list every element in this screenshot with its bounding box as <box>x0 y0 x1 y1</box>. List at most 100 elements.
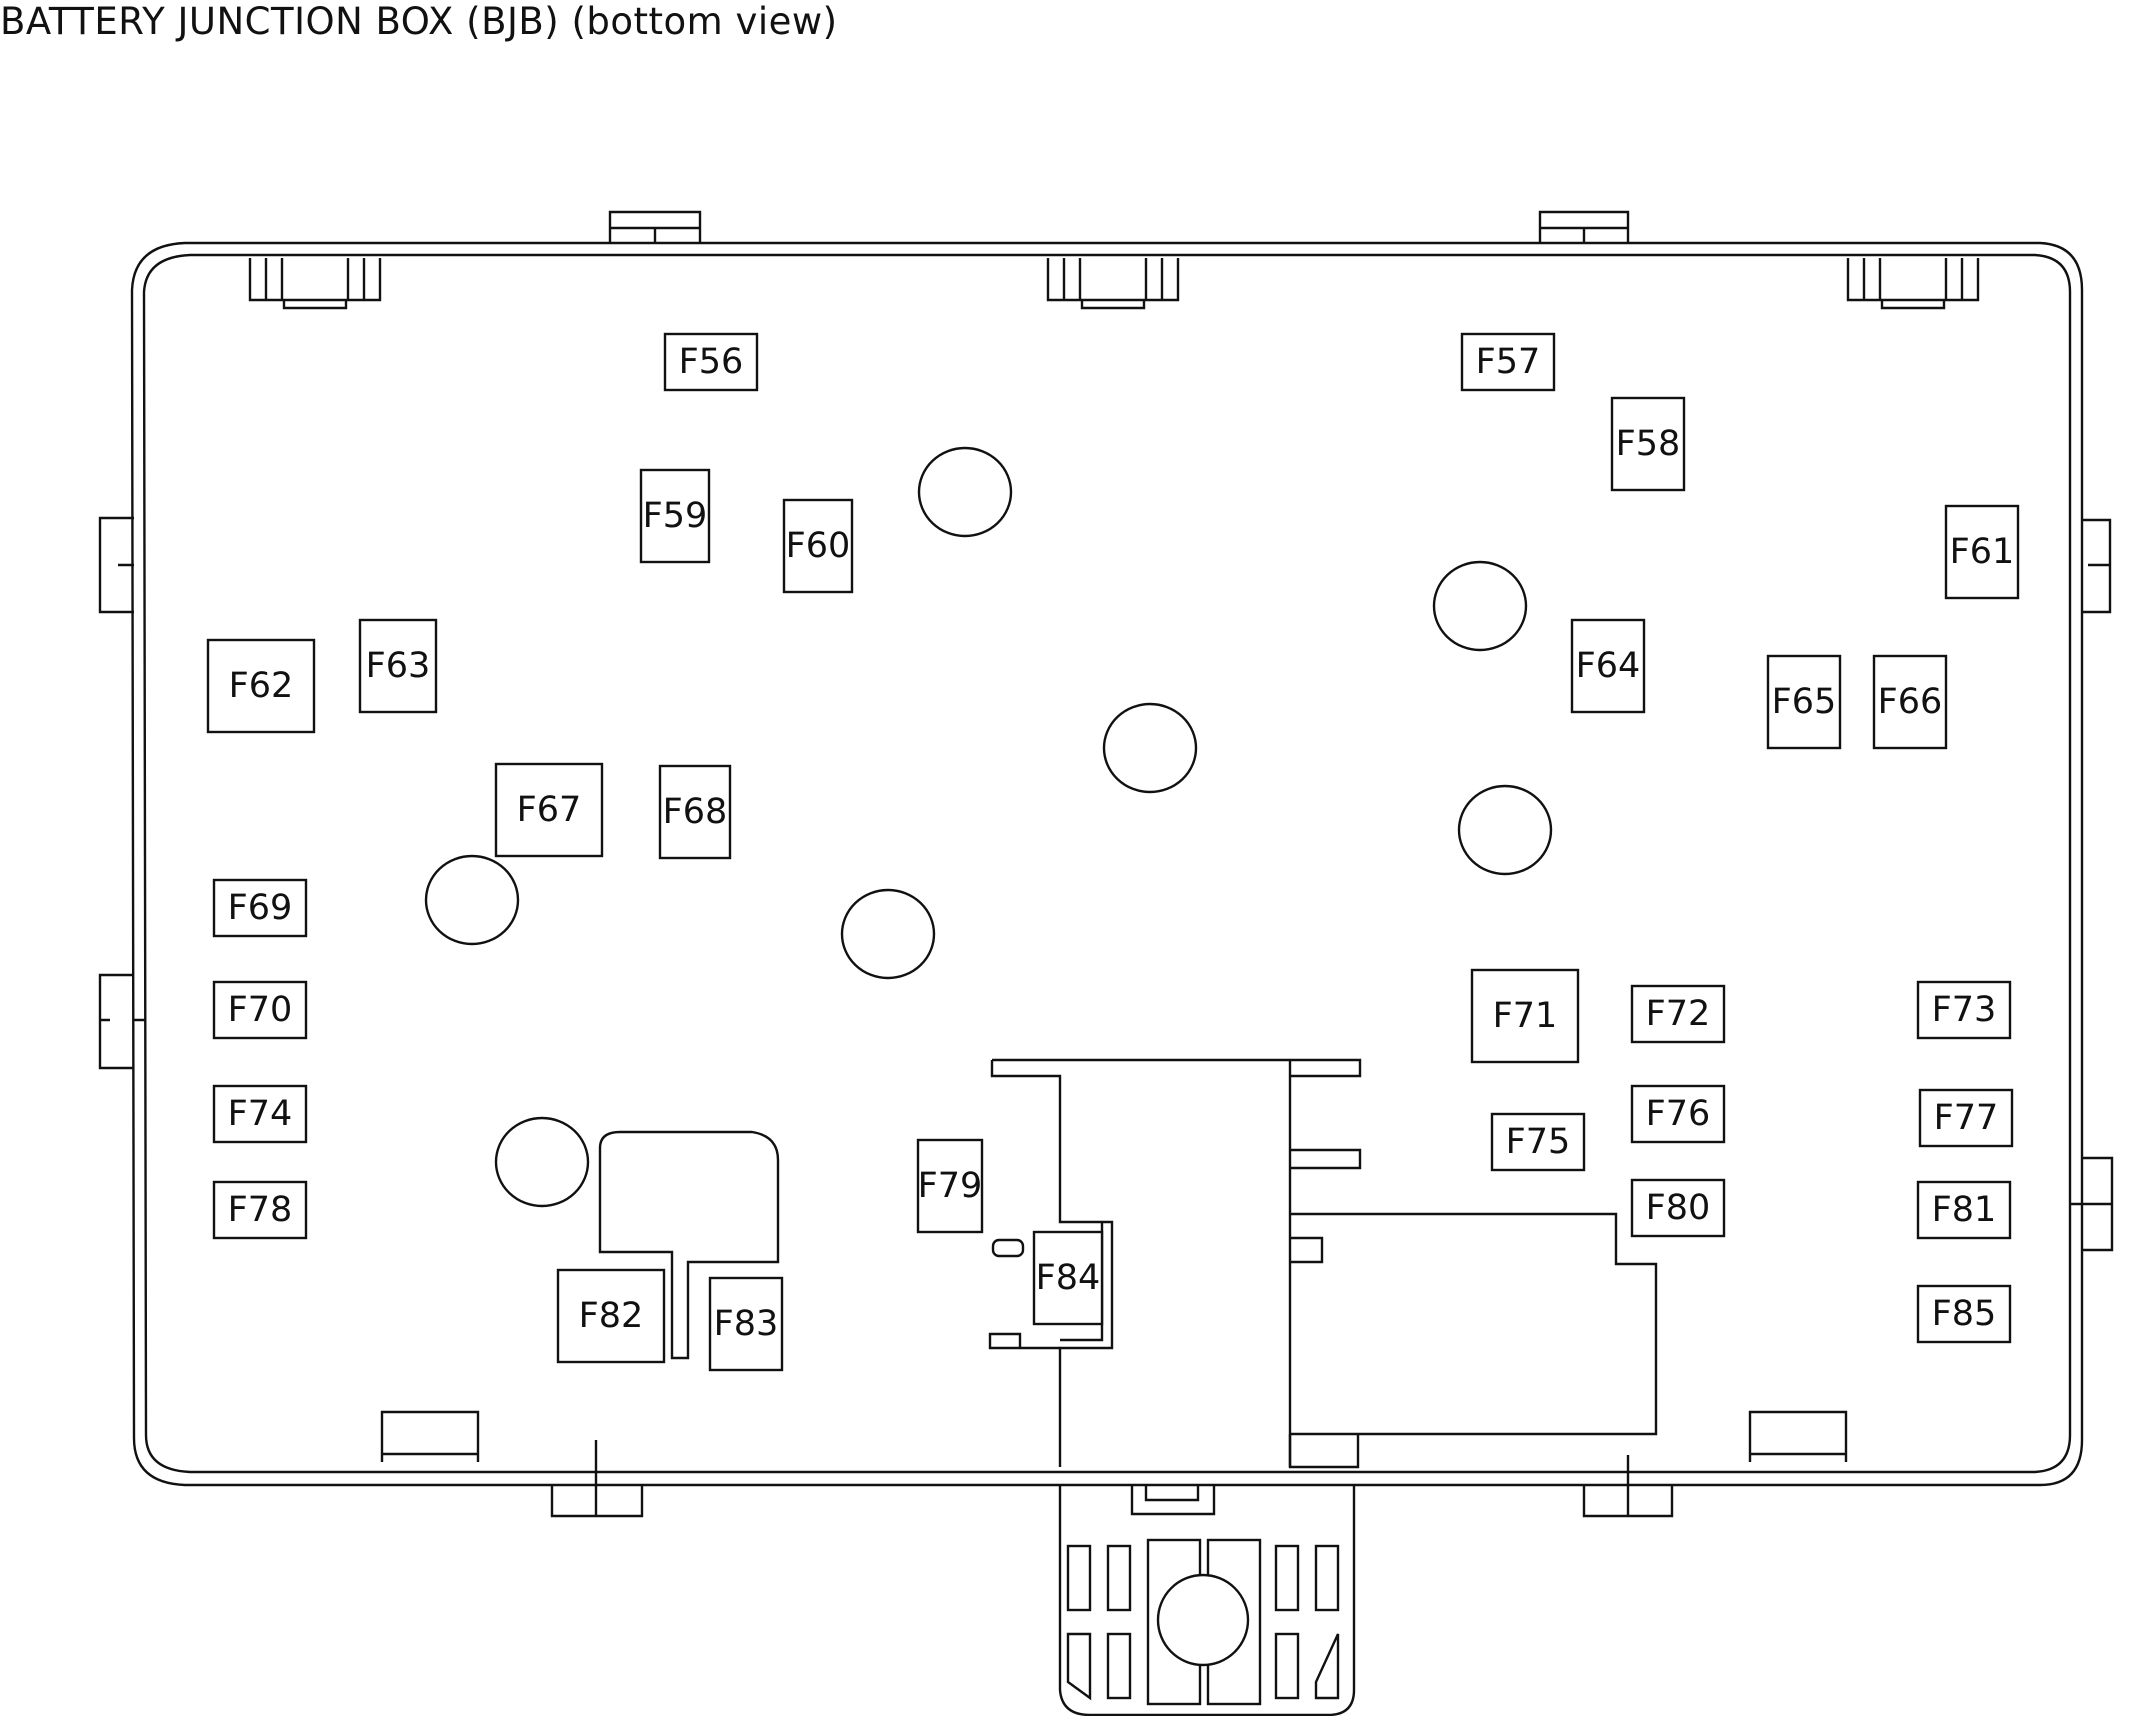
fuse-label: F60 <box>786 526 851 566</box>
fuse-slot-outline <box>1944 504 2020 600</box>
fuse-slot-outline <box>358 618 438 714</box>
fuse-label: F62 <box>229 666 294 706</box>
fuse-slot-outline <box>663 332 759 392</box>
fuse-slot-outline <box>494 762 604 858</box>
fuse-f66: F66 <box>1872 654 1948 750</box>
fuse-slot-outline <box>1766 654 1842 750</box>
fuse-f79: F79 <box>916 1138 984 1234</box>
fuse-f63: F63 <box>358 618 438 714</box>
fuse-label: F71 <box>1493 996 1558 1036</box>
fuse-label: F72 <box>1646 994 1711 1034</box>
fuse-label: F74 <box>228 1094 293 1134</box>
fuse-label: F84 <box>1036 1258 1101 1298</box>
fuse-f61: F61 <box>1944 504 2020 600</box>
fuse-label: F64 <box>1576 646 1641 686</box>
fuse-label: F73 <box>1932 990 1997 1030</box>
fuse-f83: F83 <box>708 1276 784 1372</box>
fuse-f74: F74 <box>212 1084 308 1144</box>
fuse-label: F85 <box>1932 1294 1997 1334</box>
fuse-label: F82 <box>579 1296 644 1336</box>
fuse-slot-outline <box>206 638 316 734</box>
fuse-label: F76 <box>1646 1094 1711 1134</box>
fuse-f81: F81 <box>1916 1180 2012 1240</box>
fuse-f65: F65 <box>1766 654 1842 750</box>
fuse-slot-outline <box>212 1084 308 1144</box>
fuse-label: F79 <box>918 1166 983 1206</box>
fuse-label: F59 <box>643 496 708 536</box>
fuse-slot-outline <box>639 468 711 564</box>
fuse-slot-outline <box>1916 980 2012 1040</box>
fuse-label: F67 <box>517 790 582 830</box>
fuse-f70: F70 <box>212 980 308 1040</box>
fuse-f62: F62 <box>206 638 316 734</box>
bottom-clips <box>380 1410 1848 1518</box>
central-module <box>988 1058 1658 1469</box>
fuse-slot-outline <box>212 980 308 1040</box>
fuse-slot-outline <box>658 764 732 860</box>
fuse-label: F83 <box>714 1304 779 1344</box>
fuse-f80: F80 <box>1630 1178 1726 1238</box>
fuse-label: F58 <box>1616 424 1681 464</box>
fuse-f84: F84 <box>1032 1230 1104 1326</box>
fuse-f57: F57 <box>1460 332 1556 392</box>
fuse-f71: F71 <box>1470 968 1580 1064</box>
fuse-f72: F72 <box>1630 984 1726 1044</box>
fuse-slot-outline <box>916 1138 984 1234</box>
fuse-f69: F69 <box>212 878 308 938</box>
fuse-slot-outline <box>212 878 308 938</box>
fuse-f78: F78 <box>212 1180 308 1240</box>
bottom-connector <box>1058 1485 1356 1716</box>
fuse-label: F56 <box>679 342 744 382</box>
fuse-slot-outline <box>1918 1088 2014 1148</box>
left-bracket <box>598 1130 780 1360</box>
fuse-label: F66 <box>1878 682 1943 722</box>
fuse-label: F70 <box>228 990 293 1030</box>
fuse-f85: F85 <box>1916 1284 2012 1344</box>
fuse-label: F63 <box>366 646 431 686</box>
fuse-slot-outline <box>1916 1284 2012 1344</box>
fuse-f76: F76 <box>1630 1084 1726 1144</box>
diagram-title: BATTERY JUNCTION BOX (BJB) (bottom view) <box>0 0 838 43</box>
fuse-f77: F77 <box>1918 1088 2014 1148</box>
top-latch-clips <box>248 258 1980 310</box>
fuse-label: F78 <box>228 1190 293 1230</box>
fuse-slot-outline <box>1630 1178 1726 1238</box>
fuse-slot-outline <box>708 1276 784 1372</box>
fuse-label: F61 <box>1950 532 2015 572</box>
fuse-f68: F68 <box>658 764 732 860</box>
fuse-label: F57 <box>1476 342 1541 382</box>
fuse-slot-outline <box>1610 396 1686 492</box>
fuse-label: F68 <box>663 792 728 832</box>
fuse-slot-outline <box>1032 1230 1104 1326</box>
fuse-label: F65 <box>1772 682 1837 722</box>
fuse-label: F77 <box>1934 1098 1999 1138</box>
fuse-f75: F75 <box>1490 1112 1586 1172</box>
fuse-f82: F82 <box>556 1268 666 1364</box>
fuse-label: F80 <box>1646 1188 1711 1228</box>
housing-outer <box>130 241 2084 1487</box>
fuse-slot-outline <box>782 498 854 594</box>
fuse-f58: F58 <box>1610 396 1686 492</box>
fuse-label: F81 <box>1932 1190 1997 1230</box>
fuse-slot-outline <box>1630 1084 1726 1144</box>
fuse-f64: F64 <box>1570 618 1646 714</box>
fuse-f60: F60 <box>782 498 854 594</box>
fuse-f59: F59 <box>639 468 711 564</box>
fuse-slot-outline <box>1470 968 1580 1064</box>
fuse-slot-outline <box>1916 1180 2012 1240</box>
top-tabs <box>608 210 1630 242</box>
fuse-label: F75 <box>1506 1122 1571 1162</box>
fuse-slot-outline <box>556 1268 666 1364</box>
mounting-holes <box>424 446 1553 1208</box>
fuse-label: F69 <box>228 888 293 928</box>
side-tabs <box>98 516 2114 1252</box>
fuse-slot-outline <box>1460 332 1556 392</box>
fuse-slot-outline <box>1630 984 1726 1044</box>
fuse-slot-outline <box>1570 618 1646 714</box>
fuse-f67: F67 <box>494 762 604 858</box>
fuse-slot-outline <box>1872 654 1948 750</box>
housing-inner <box>142 253 2072 1474</box>
fuse-f56: F56 <box>663 332 759 392</box>
